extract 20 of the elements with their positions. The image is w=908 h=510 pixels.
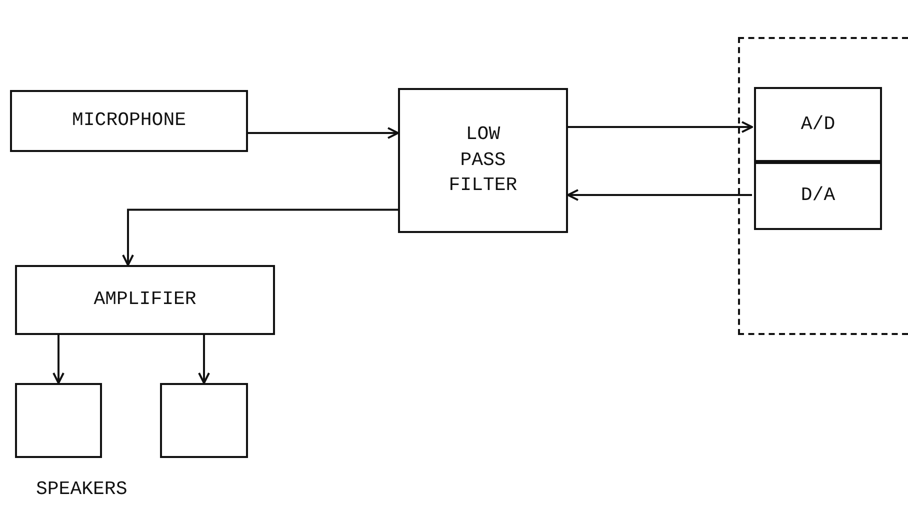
box-label: MICROPHONE [72,108,186,134]
box-label: LOW PASS FILTER [448,122,518,198]
process-box [10,90,248,152]
arrow [568,121,753,133]
box-label: A/D [800,112,836,137]
speaker-box [15,383,102,458]
arrow [248,127,399,139]
box-label: AMPLIFIER [94,287,196,312]
process-box [754,87,882,162]
arrow [198,335,210,384]
arrow [52,335,64,384]
process-box [754,162,882,230]
process-box [398,88,568,233]
arrow [122,208,398,266]
speaker-box [160,383,248,458]
caption-text: SPEAKERS [36,478,128,500]
process-box [15,265,275,335]
box-label: D/A [800,183,836,208]
dashed-group-box [738,37,908,335]
arrow [567,189,752,201]
